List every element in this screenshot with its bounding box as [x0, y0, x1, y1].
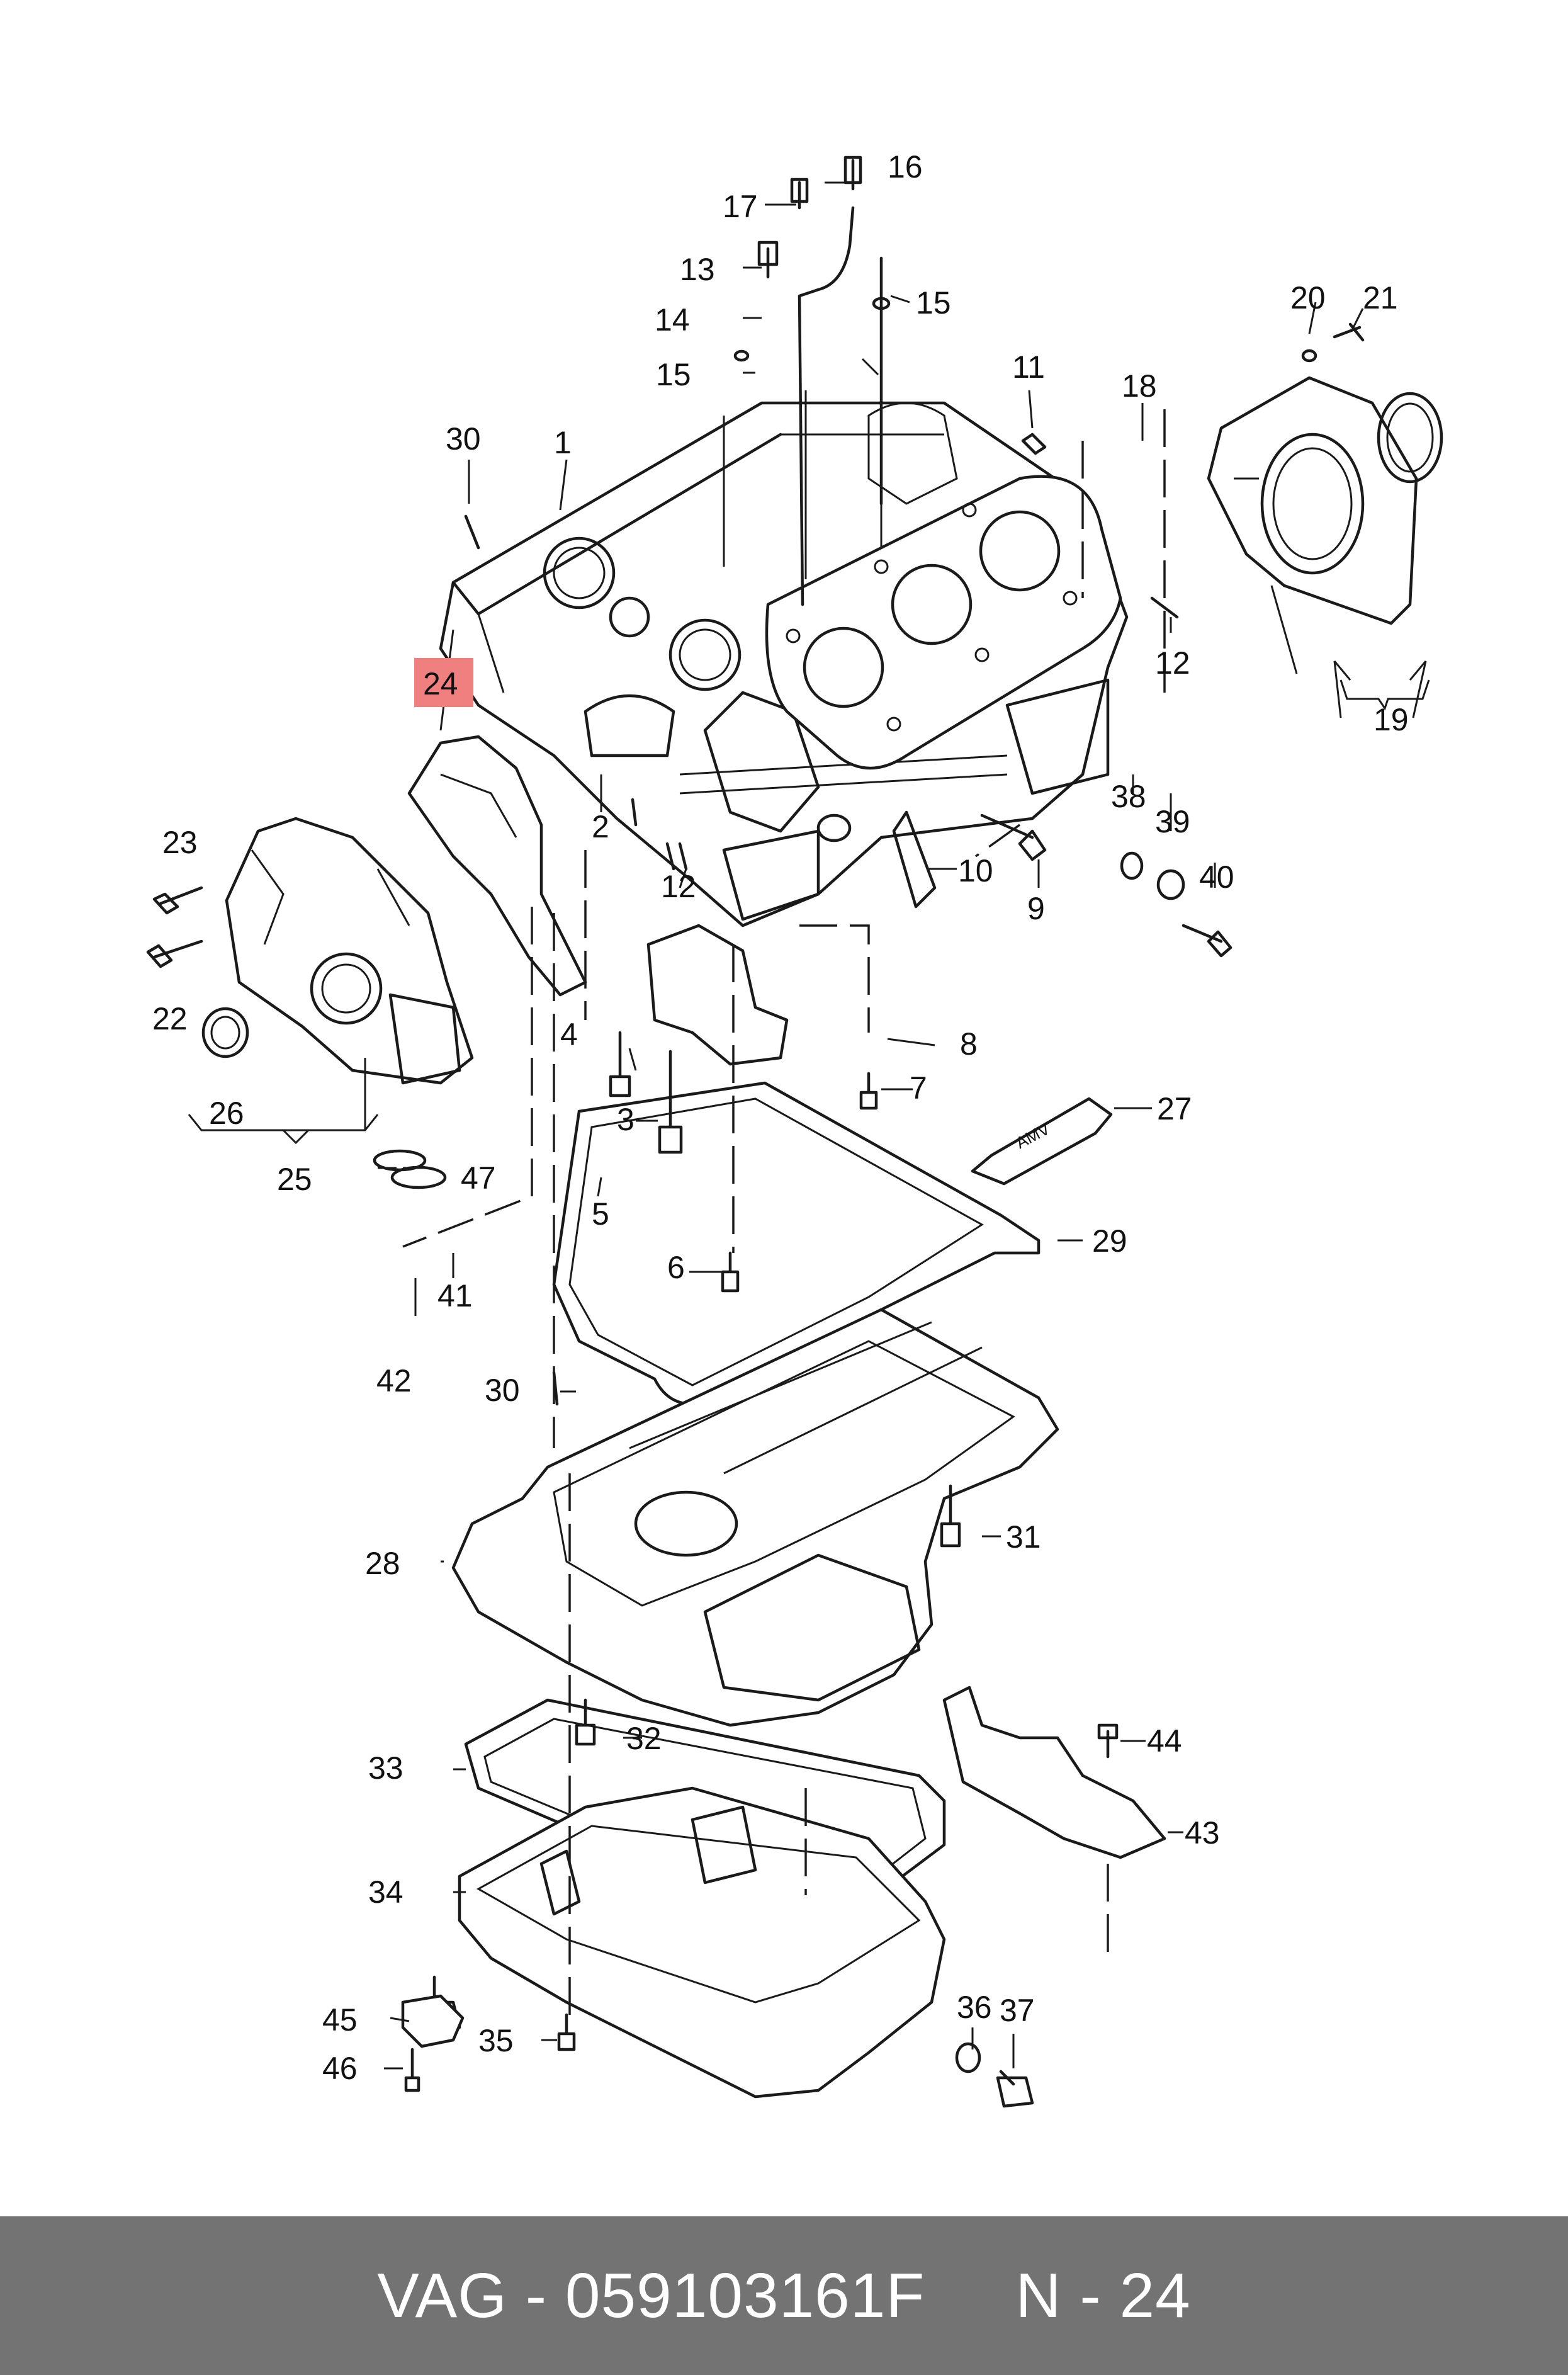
callout-labels: 1 2 3 4 5 6 7 8 9 10 11 12 12 13 14 15 1… — [152, 149, 1409, 2086]
label-22: 22 — [152, 1001, 188, 1036]
label-37: 37 — [1000, 1993, 1035, 2028]
label-40: 40 — [1199, 859, 1234, 895]
label-20: 20 — [1290, 280, 1326, 315]
label-28: 28 — [365, 1546, 400, 1581]
label-12a: 12 — [1155, 645, 1190, 681]
label-35: 35 — [478, 2023, 514, 2058]
label-15b: 15 — [916, 285, 951, 320]
label-13: 13 — [680, 252, 715, 287]
highlight-box — [414, 658, 473, 707]
label-29: 29 — [1092, 1223, 1127, 1259]
separator: - — [507, 2260, 565, 2331]
label-44: 44 — [1147, 1723, 1182, 1759]
label-47: 47 — [461, 1160, 496, 1196]
label-30a: 30 — [446, 421, 481, 456]
heat-shield — [942, 1686, 1166, 1859]
oil-pipe — [798, 206, 883, 606]
label-38: 38 — [1111, 779, 1146, 814]
label-26: 26 — [209, 1096, 244, 1131]
oil-level-sensor — [401, 1994, 465, 2048]
label-4: 4 — [560, 1017, 578, 1052]
label-5: 5 — [592, 1196, 609, 1232]
upper-gasket — [552, 1081, 1041, 1406]
label-19: 19 — [1373, 702, 1409, 737]
label-1: 1 — [554, 425, 572, 460]
label-45: 45 — [322, 2002, 358, 2038]
label-31: 31 — [1006, 1519, 1041, 1555]
rear-seal-flange — [1207, 376, 1443, 674]
part-number-footer: VAG - 059103161F N - 24 — [0, 2216, 1568, 2375]
label-41: 41 — [437, 1278, 473, 1313]
label-11: 11 — [1012, 349, 1045, 385]
part-number: 059103161F — [565, 2260, 925, 2331]
assembly-lines — [402, 409, 1166, 2027]
label-16: 16 — [888, 149, 923, 184]
front-cover — [201, 817, 474, 1085]
label-21: 21 — [1363, 280, 1398, 315]
lower-oil-pan — [458, 1786, 946, 2099]
label-32: 32 — [626, 1721, 662, 1756]
upper-oil-pan — [451, 1308, 1059, 1727]
label-8: 8 — [960, 1026, 978, 1062]
label-7: 7 — [910, 1070, 927, 1106]
brand-name: VAG — [377, 2260, 507, 2331]
label-6: 6 — [667, 1250, 685, 1285]
label-36: 36 — [957, 1990, 992, 2025]
label-39: 39 — [1155, 804, 1190, 839]
label-27: 27 — [1157, 1091, 1192, 1126]
exploded-parts-diagram: AMV 1 2 3 4 5 6 7 8 9 10 11 — [146, 149, 1443, 2108]
label-25: 25 — [277, 1162, 312, 1197]
label-24: 24 — [423, 666, 458, 701]
label-43: 43 — [1185, 1815, 1220, 1851]
label-15a: 15 — [656, 357, 691, 392]
label-18: 18 — [1122, 368, 1157, 404]
leader-lines — [188, 181, 1430, 2070]
label-2: 2 — [592, 809, 609, 844]
label-3: 3 — [617, 1102, 635, 1137]
label-9: 9 — [1027, 891, 1045, 926]
label-33: 33 — [368, 1750, 403, 1786]
spacer — [925, 2260, 1016, 2332]
label-14: 14 — [655, 302, 690, 337]
label-23: 23 — [162, 825, 198, 860]
label-17: 17 — [723, 189, 758, 224]
label-46: 46 — [322, 2051, 358, 2086]
label-10: 10 — [958, 853, 993, 888]
sealant-tube: AMV — [971, 1097, 1113, 1186]
bearing-bridge — [646, 924, 789, 1066]
label-12b: 12 — [661, 869, 696, 904]
label-34: 34 — [368, 1874, 403, 1910]
position-reference: N - 24 — [1015, 2260, 1191, 2331]
gasket-seal-24 — [407, 735, 587, 997]
label-30b: 30 — [485, 1373, 520, 1408]
label-42: 42 — [376, 1363, 412, 1398]
